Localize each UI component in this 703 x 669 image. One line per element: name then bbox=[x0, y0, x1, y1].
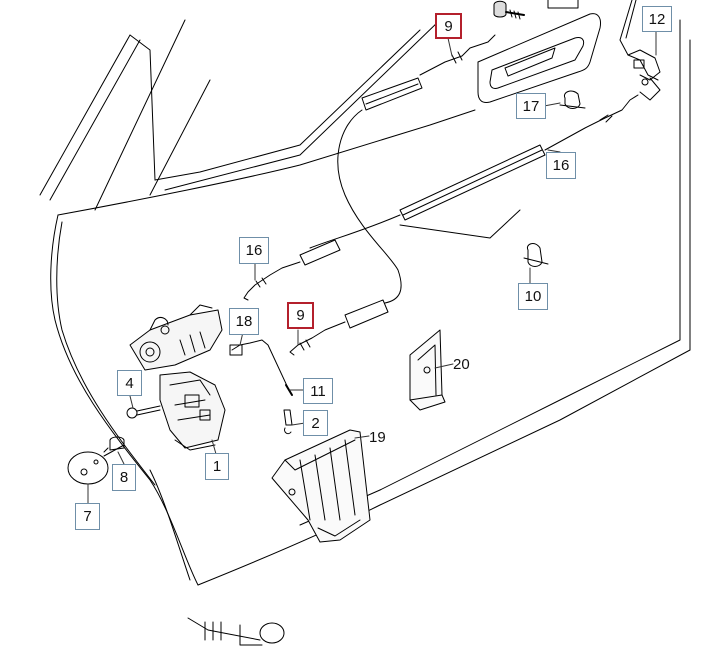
callout-18-button: 18 bbox=[229, 308, 259, 335]
callout-1-lock: 1 bbox=[205, 453, 229, 480]
callout-16-left-cable: 16 bbox=[239, 237, 269, 264]
inner-handle-bezel bbox=[477, 0, 601, 103]
callout-12-bracket: 12 bbox=[642, 6, 672, 32]
cover-cap-7 bbox=[67, 436, 125, 485]
callout-16-long-cable: 16 bbox=[546, 152, 576, 179]
middle-cable bbox=[289, 299, 389, 356]
callout-10-clip: 10 bbox=[518, 283, 548, 310]
cable-clip-17 bbox=[559, 90, 586, 109]
door-panel-outline bbox=[50, 19, 691, 586]
callout-2-clip: 2 bbox=[303, 410, 328, 436]
long-cable bbox=[309, 94, 639, 249]
left-cable bbox=[243, 239, 341, 301]
top-screw bbox=[493, 0, 525, 20]
callout-11-rod: 11 bbox=[303, 378, 333, 404]
callout-9-middle-cable: 9 bbox=[287, 302, 314, 329]
window-frame-lines bbox=[39, 19, 441, 211]
callout-4-screw: 4 bbox=[117, 370, 142, 396]
callout-17-clip: 17 bbox=[516, 93, 546, 119]
callout-8-screw: 8 bbox=[112, 464, 136, 491]
cable-clip-10 bbox=[523, 243, 549, 267]
door-lock-mechanism bbox=[129, 304, 226, 451]
bracket-20 bbox=[409, 329, 446, 411]
release-bracket bbox=[619, 0, 661, 101]
lock-rod bbox=[229, 339, 293, 435]
callout-19-trim: 19 bbox=[369, 428, 386, 446]
screw-4 bbox=[126, 405, 161, 419]
callout-7-cover: 7 bbox=[75, 503, 100, 530]
trim-19 bbox=[271, 429, 371, 543]
bottom-component bbox=[187, 617, 285, 646]
callout-9-upper-cable: 9 bbox=[435, 13, 462, 39]
callout-20-bracket: 20 bbox=[453, 355, 470, 373]
leader-lines bbox=[87, 29, 657, 504]
upper-cable bbox=[337, 34, 496, 304]
